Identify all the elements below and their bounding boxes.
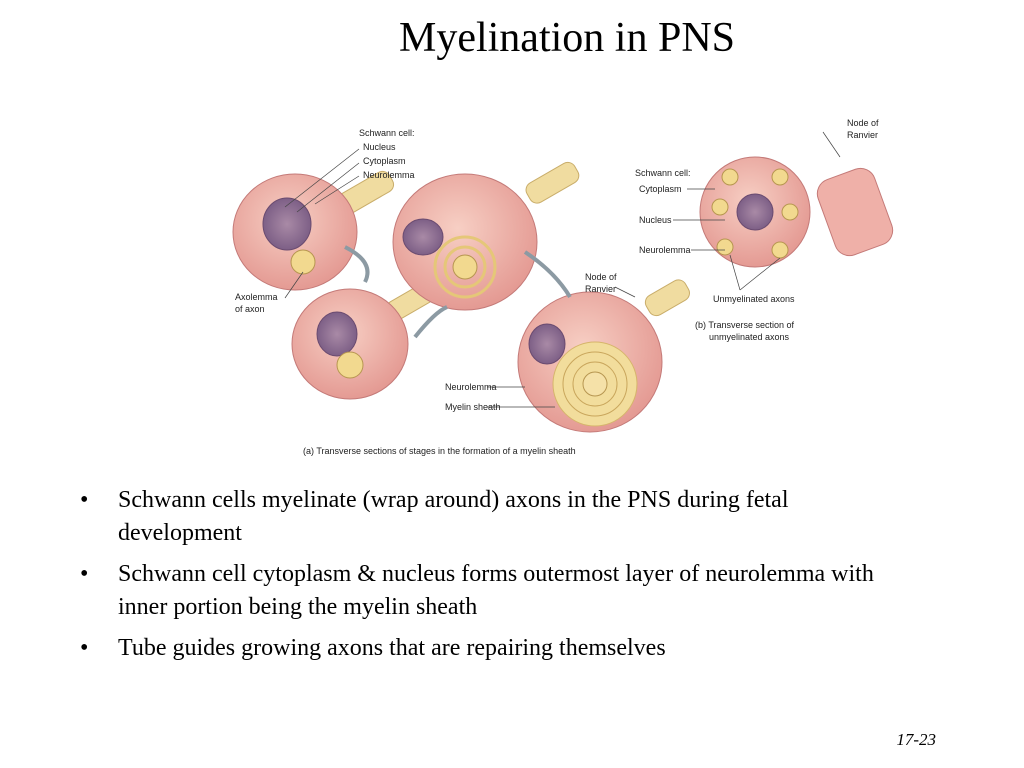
label-node-ranvier-b2: Ranvier [847, 130, 878, 140]
page-number: 17-23 [896, 730, 936, 749]
bullet-marker: • [80, 561, 89, 587]
label-axolemma-1: Axolemma [235, 292, 278, 302]
bullet-item: • Schwann cells myelinate (wrap around) a… [78, 484, 878, 550]
myelination-diagram: Schwann cell: Nucleus Cytoplasm Neurolem… [232, 118, 894, 456]
label-node-ranvier-a1: Node of [585, 272, 617, 282]
slide-title: Myelination in PNS [398, 15, 736, 61]
label-nucleus-b: Nucleus [639, 215, 672, 225]
label-nucleus-a: Nucleus [363, 142, 396, 152]
leader-lines [284, 131, 841, 408]
label-neurolemma-a: Neurolemma [363, 170, 415, 180]
stage-1-cell [232, 170, 395, 291]
bullet-text: Schwann cells myelinate (wrap around) ax… [118, 487, 789, 546]
label-myelin-sheath: Myelin sheath [445, 402, 501, 412]
label-node-ranvier-a2: Ranvier [585, 284, 616, 294]
label-node-ranvier-b1: Node of [847, 118, 879, 128]
bullet-text: Tube guides growing axons that are repai… [118, 635, 666, 661]
caption-b2: unmyelinated axons [709, 332, 790, 342]
label-axolemma-2: of axon [235, 304, 265, 314]
label-neurolemma-a2: Neurolemma [445, 382, 497, 392]
bullet-marker: • [80, 487, 89, 513]
bullet-item: • Schwann cell cytoplasm & nucleus forms … [78, 558, 878, 624]
label-cytoplasm-b: Cytoplasm [639, 184, 682, 194]
label-unmyelinated-axons: Unmyelinated axons [713, 294, 795, 304]
bullet-item: • Tube guides growing axons that are repa… [78, 632, 878, 665]
stage-2-cell [291, 283, 435, 400]
bullet-text: Schwann cell cytoplasm & nucleus forms o… [118, 561, 874, 620]
caption-b1: (b) Transverse section of [695, 320, 795, 330]
stage-arrows [344, 245, 572, 339]
caption-a: (a) Transverse sections of stages in the… [303, 446, 576, 456]
label-neurolemma-b: Neurolemma [639, 245, 691, 255]
stage-3-cell [392, 161, 580, 311]
bullet-list: • Schwann cells myelinate (wrap around) a… [78, 484, 878, 673]
stage-4-cell [517, 279, 690, 433]
myelination-figure: Schwann cell: Nucleus Cytoplasm Neurolem… [225, 112, 905, 462]
label-cytoplasm-a: Cytoplasm [363, 156, 406, 166]
unmyelinated-bundle [699, 156, 894, 268]
label-schwann-cell-a: Schwann cell: [359, 128, 415, 138]
bullet-marker: • [80, 635, 89, 661]
label-schwann-cell-b: Schwann cell: [635, 168, 691, 178]
